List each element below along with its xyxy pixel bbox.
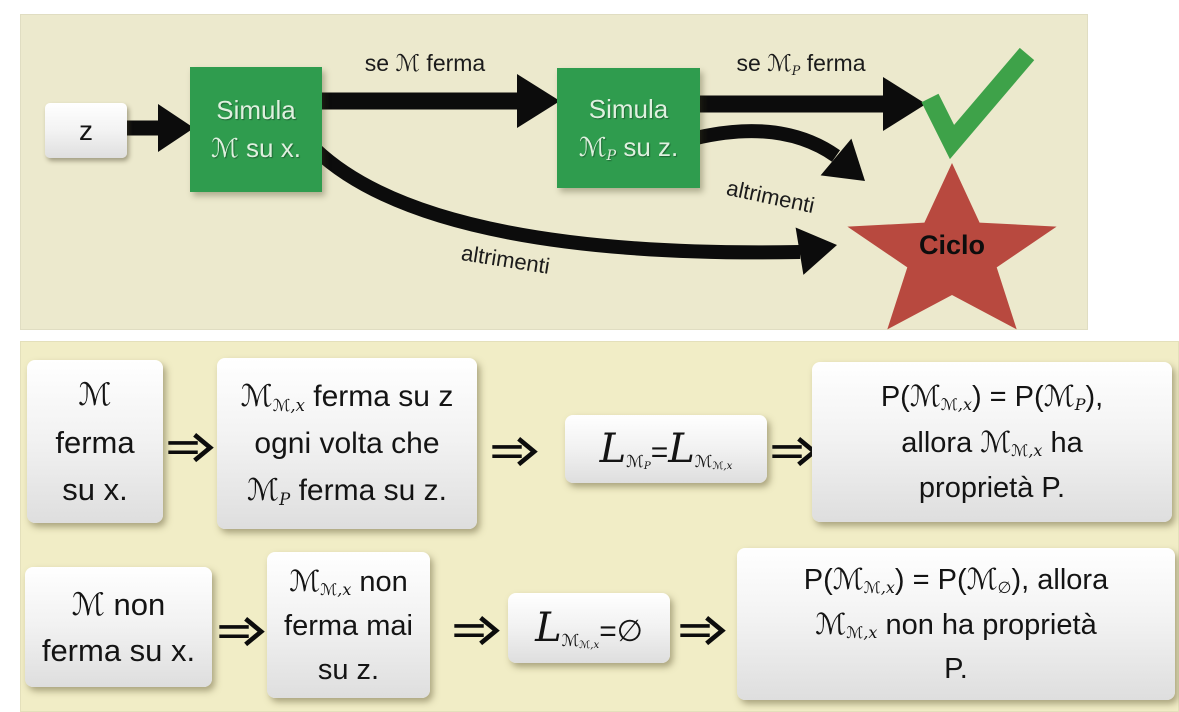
simulate-mp-box: Simula ℳP su z. — [557, 68, 700, 188]
implies-arrow-icon — [680, 616, 726, 646]
arrow-sim1-to-sim2 — [318, 74, 560, 128]
edge-label-otherwise-lower: altrimenti — [459, 240, 552, 279]
input-z-label: z — [79, 114, 93, 146]
row2-box-mmx-never-halts: ℳℳ,x non ferma mai su z. — [267, 552, 430, 698]
row2-box-property-not-holds: P(ℳℳ,x) = P(ℳ∅), allora ℳℳ,x non ha prop… — [737, 548, 1175, 700]
implies-arrow-icon — [492, 437, 538, 467]
bottom-panel: ℳ ferma su x. ⇒ ℳℳ,x ferma su z ogni vol… — [20, 341, 1179, 712]
row1-box-m-halts: ℳ ferma su x. — [27, 360, 163, 523]
check-icon — [921, 47, 1035, 160]
arrow-sim2-to-check — [698, 77, 926, 131]
simulate-m-line2: ℳ su x. — [211, 133, 301, 164]
row1-box-property-holds: P(ℳℳ,x) = P(ℳP), allora ℳℳ,x ha propriet… — [812, 362, 1172, 522]
edge-label-otherwise-upper: altrimenti — [724, 175, 817, 219]
edge-label-m-halts: se ℳ ferma — [364, 50, 486, 77]
simulate-m-box: Simula ℳ su x. — [190, 67, 322, 192]
implies-arrow-icon — [219, 617, 265, 647]
input-z-box: z — [45, 103, 127, 158]
implies-arrow-icon: ⇒ — [168, 433, 214, 463]
top-panel: z Simula ℳ su x. Simula ℳP su z. se ℳ fe… — [20, 14, 1088, 330]
implies-arrow-icon — [454, 616, 500, 646]
row2-box-m-not-halts: ℳ non ferma su x. — [25, 567, 212, 687]
simulate-mp-line2: ℳP su z. — [578, 131, 679, 164]
flow-arrows-graphic — [115, 47, 1057, 330]
simulate-mp-line1: Simula — [588, 93, 669, 124]
edge-label-mp-halts: se ℳP ferma — [736, 50, 866, 78]
implies-arrow-icon — [772, 437, 818, 467]
star-label: Ciclo — [918, 230, 985, 260]
simulate-m-line1: Simula — [216, 95, 296, 125]
row1-box-mmx-halts: ℳℳ,x ferma su z ogni volta che ℳP ferma … — [217, 358, 477, 529]
